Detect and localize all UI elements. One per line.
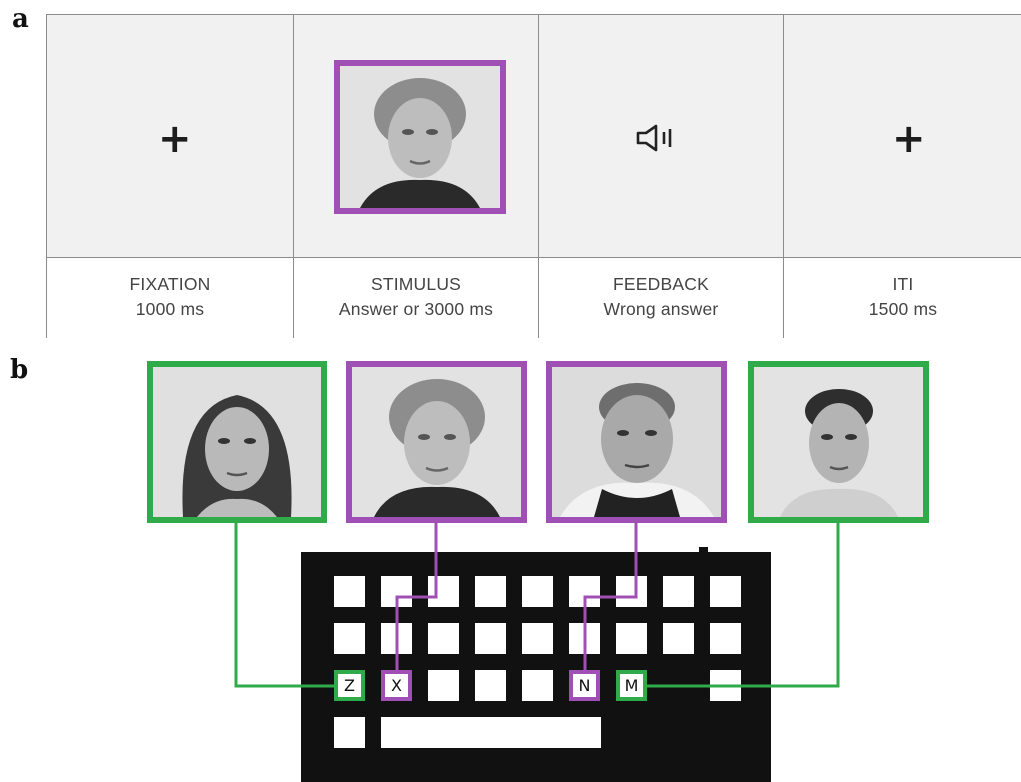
key-m: M (616, 670, 647, 701)
spacebar (381, 717, 601, 748)
fixation-screen: + (47, 15, 294, 257)
key (428, 576, 459, 607)
key (710, 623, 741, 654)
key (522, 670, 553, 701)
key (616, 623, 647, 654)
key (475, 576, 506, 607)
key (569, 623, 600, 654)
caption-iti: ITI 1500 ms (784, 257, 1021, 338)
stage-detail: 1500 ms (868, 299, 938, 319)
stage-detail: Answer or 3000 ms (338, 299, 494, 319)
key (475, 623, 506, 654)
stage-name: STIMULUS (370, 274, 462, 294)
fixation-cross: + (158, 116, 192, 162)
key (381, 576, 412, 607)
trial-timeline: + + FIXATION 1000 ms STIMULUS Answer or … (46, 14, 1021, 338)
key-z: Z (334, 670, 365, 701)
key (381, 623, 412, 654)
key (710, 576, 741, 607)
key (428, 623, 459, 654)
stage-detail: 1000 ms (135, 299, 205, 319)
keyboard: Z X N M (301, 547, 771, 782)
feedback-screen (539, 15, 784, 257)
key (475, 670, 506, 701)
face-young-woman (147, 361, 327, 523)
iti-cross: + (892, 116, 926, 162)
key-x: X (381, 670, 412, 701)
keyboard-nub (699, 547, 708, 554)
key (334, 717, 365, 748)
key (522, 623, 553, 654)
panel-a-label: a (12, 4, 29, 34)
key (334, 576, 365, 607)
key-n: N (569, 670, 600, 701)
iti-screen: + (784, 15, 1021, 257)
key (569, 576, 600, 607)
key (428, 670, 459, 701)
key (616, 576, 647, 607)
key (710, 670, 741, 701)
speaker-icon (636, 124, 672, 152)
caption-stimulus: STIMULUS Answer or 3000 ms (294, 257, 539, 338)
stage-name: ITI (892, 274, 914, 294)
key (663, 576, 694, 607)
caption-feedback: FEEDBACK Wrong answer (539, 257, 784, 338)
face-older-man (546, 361, 727, 523)
caption-fixation: FIXATION 1000 ms (47, 257, 294, 338)
face-older-woman (346, 361, 527, 523)
stage-name: FIXATION (129, 274, 211, 294)
face-young-man (748, 361, 929, 523)
stimulus-face-photo (334, 60, 506, 214)
panel-b-label: b (10, 355, 29, 385)
key (522, 576, 553, 607)
stage-detail: Wrong answer (603, 299, 719, 319)
key (663, 623, 694, 654)
key (334, 623, 365, 654)
stage-name: FEEDBACK (613, 274, 709, 294)
